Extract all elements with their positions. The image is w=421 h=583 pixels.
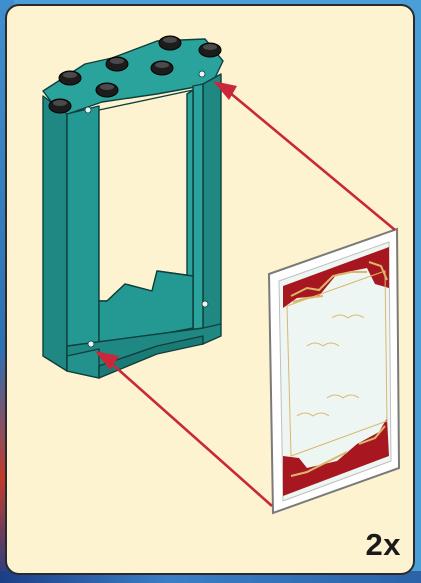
quantity-multiplier: 2x bbox=[366, 527, 401, 563]
door-frame-icon bbox=[43, 39, 223, 378]
instruction-step-panel: 2x bbox=[5, 4, 415, 575]
decorated-glass-panel-icon bbox=[269, 229, 399, 513]
assembly-illustration bbox=[7, 6, 415, 575]
